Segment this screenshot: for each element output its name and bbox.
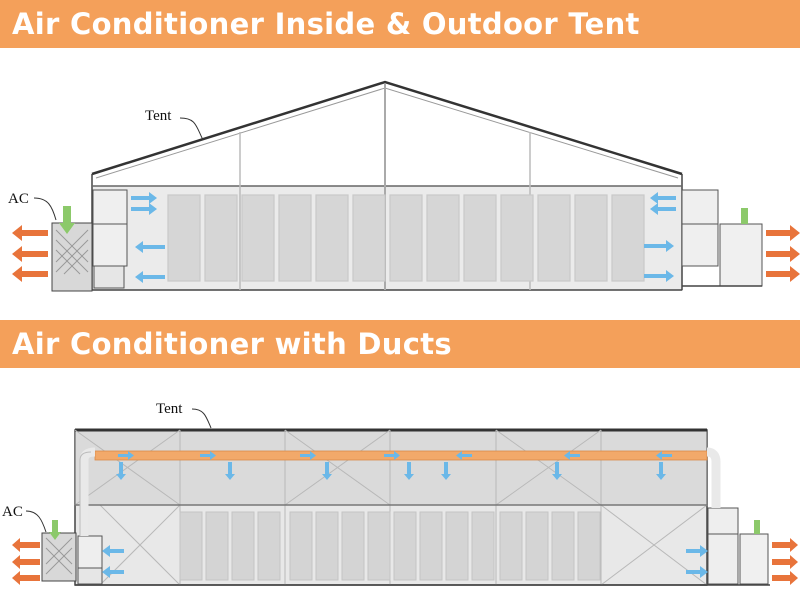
tent-label: Tent bbox=[156, 401, 183, 417]
ac-label: AC bbox=[2, 504, 23, 520]
hot-air-outflow-left-icon bbox=[12, 225, 48, 282]
diagram-ac-with-ducts: Tent AC bbox=[2, 401, 798, 586]
ac-label: AC bbox=[8, 191, 29, 207]
diagram-ac-inside-outdoor: Tent AC bbox=[8, 80, 800, 292]
ac-unit-icon bbox=[51, 222, 93, 292]
tent-structure bbox=[91, 80, 763, 291]
intake-marker-icon bbox=[754, 520, 760, 534]
cool-air-inflow-icon bbox=[131, 192, 676, 283]
hot-air-outflow-right-icon bbox=[766, 225, 800, 282]
intake-arrow-icon bbox=[49, 520, 61, 540]
intake-marker-icon bbox=[741, 208, 748, 224]
ac-leader-line bbox=[25, 510, 47, 533]
ac-leader-line bbox=[33, 197, 57, 221]
ac-unit-icon bbox=[41, 532, 77, 582]
duct-flow-arrow-icon bbox=[118, 451, 672, 460]
hot-air-outflow-left-icon bbox=[12, 538, 40, 585]
cool-air-inflow-icon bbox=[102, 545, 708, 578]
section-title-inside-outdoor: Air Conditioner Inside & Outdoor Tent bbox=[0, 0, 800, 48]
hot-air-outflow-right-icon bbox=[772, 538, 798, 585]
tent-leader-line bbox=[179, 117, 204, 141]
tent-leader-line bbox=[191, 408, 212, 429]
diffuser-down-arrow-icon bbox=[116, 462, 666, 480]
intake-arrow-icon bbox=[59, 206, 75, 234]
supply-duct bbox=[79, 447, 721, 536]
section-title-with-ducts: Air Conditioner with Ducts bbox=[0, 320, 800, 368]
tent-label: Tent bbox=[145, 108, 172, 124]
